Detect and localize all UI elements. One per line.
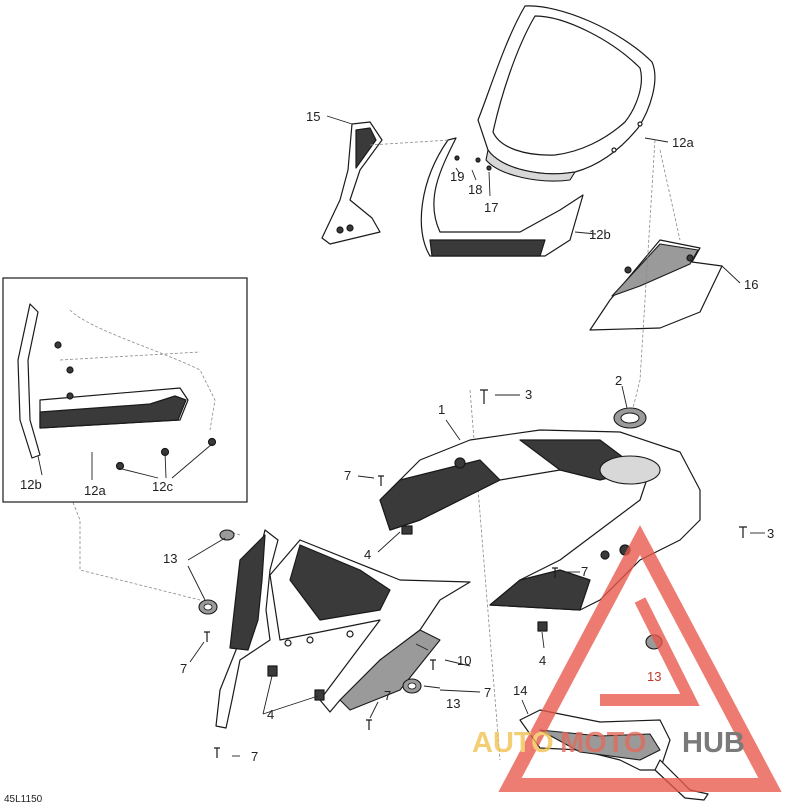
small-fasteners — [454, 155, 492, 171]
callout-13-a: 13 — [163, 551, 177, 566]
callout-labels: 15 12a 19 18 17 12b 16 2 3 1 7 3 4 13 7 … — [4, 109, 774, 805]
leader-lines — [37, 115, 765, 757]
drawing-code: 45L1150 — [4, 794, 43, 805]
deflector-part — [420, 137, 584, 257]
callout-16: 16 — [744, 277, 758, 292]
callout-7-b: 7 — [581, 564, 588, 579]
callout-2: 2 — [615, 373, 622, 388]
callout-12a: 12a — [672, 135, 694, 150]
side-bracket-part — [321, 121, 383, 245]
callout-19: 19 — [450, 169, 464, 184]
screws — [204, 389, 747, 758]
callout-17: 17 — [484, 200, 498, 215]
watermark-auto: AUTO — [472, 727, 554, 759]
callout-3-top: 3 — [525, 387, 532, 402]
callout-7-f: 7 — [251, 749, 258, 764]
callout-14: 14 — [513, 683, 527, 698]
callout-1: 1 — [438, 402, 445, 417]
callout-10: 10 — [457, 653, 471, 668]
gasket-part — [613, 407, 647, 429]
warning-triangle-icon — [498, 525, 782, 792]
callout-3-right: 3 — [767, 526, 774, 541]
callout-15: 15 — [306, 109, 320, 124]
callout-13-c: 13 — [647, 669, 661, 684]
callout-4-a: 4 — [364, 547, 371, 562]
side-deflector-part — [589, 239, 723, 331]
callout-7-a: 7 — [344, 468, 351, 483]
watermark-hub: HUB — [682, 727, 745, 759]
callout-7-c: 7 — [180, 661, 187, 676]
callout-4-c: 4 — [267, 707, 274, 722]
callout-18: 18 — [468, 182, 482, 197]
bracket-part — [519, 709, 709, 801]
callout-13-b: 13 — [446, 696, 460, 711]
callout-12b: 12b — [589, 227, 611, 242]
inset-callout-12a: 12a — [84, 483, 106, 498]
callout-4-b: 4 — [539, 653, 546, 668]
detail-inset — [2, 277, 248, 503]
lower-panel — [215, 529, 471, 729]
watermark-moto: MOTO — [560, 727, 646, 759]
callout-7-d: 7 — [384, 688, 391, 703]
inset-callout-12c: 12c — [152, 479, 173, 494]
clips — [267, 525, 548, 701]
watermark: AUTO MOTO HUB — [472, 525, 782, 792]
windshield-part — [477, 5, 656, 182]
callout-7-e: 7 — [484, 685, 491, 700]
inset-callout-12b: 12b — [20, 477, 42, 492]
